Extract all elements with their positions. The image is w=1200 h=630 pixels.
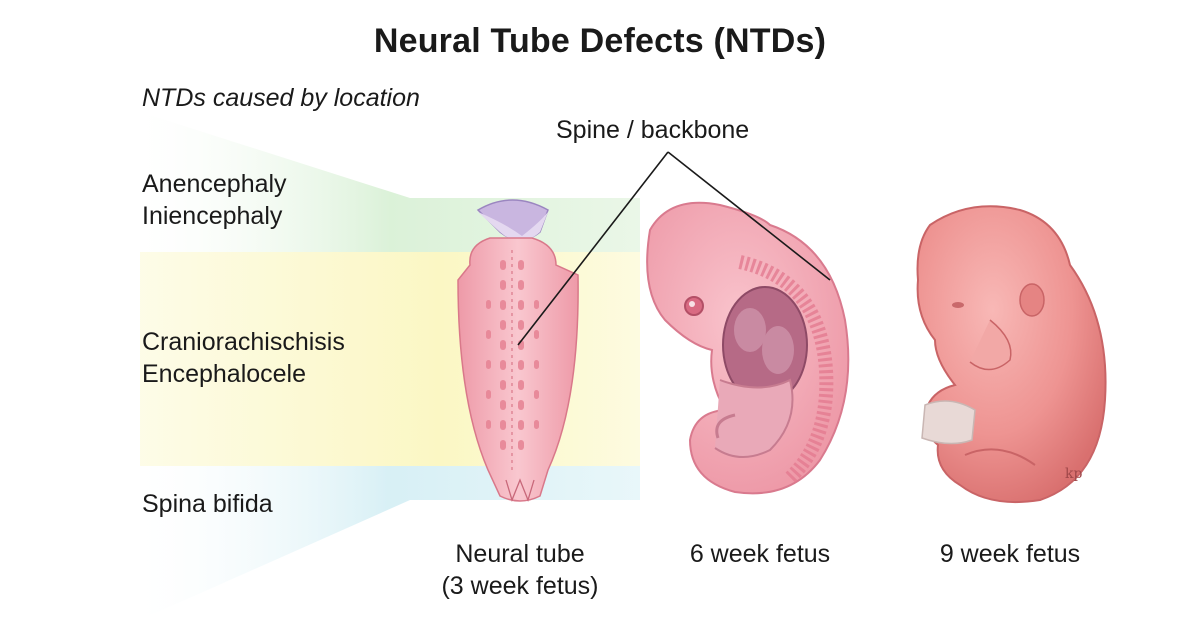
region-label-lower: Spina bifida	[142, 488, 273, 520]
label-iniencephaly: Iniencephaly	[142, 202, 283, 230]
stage-label-line: 6 week fetus	[689, 540, 831, 568]
region-label-middle: Craniorachischisis Encephalocele	[142, 326, 345, 390]
region-label-head: Anencephaly Iniencephaly	[142, 168, 287, 232]
stage-label-line: 9 week fetus	[939, 540, 1081, 568]
spine-callout-label: Spine / backbone	[556, 116, 750, 144]
svg-text:kp: kp	[1065, 466, 1082, 482]
label-anencephaly: Anencephaly	[142, 170, 287, 198]
stage-label-neural-tube: Neural tube (3 week fetus)	[410, 538, 630, 602]
stage-label-6-week: 6 week fetus	[660, 538, 860, 570]
label-craniorachischisis: Craniorachischisis	[142, 328, 345, 356]
nine-week-fetus-illustration: kp	[916, 205, 1107, 504]
stage-label-line: Neural tube	[455, 540, 585, 568]
diagram-subtitle: NTDs caused by location	[142, 84, 420, 112]
region-band-blue	[140, 466, 640, 620]
spine-callout-lines	[517, 151, 831, 346]
stage-label-9-week: 9 week fetus	[900, 538, 1120, 570]
six-week-fetus-illustration	[646, 201, 850, 495]
label-encephalocele: Encephalocele	[142, 360, 307, 388]
neural-tube-illustration	[457, 199, 579, 502]
label-spina-bifida: Spina bifida	[142, 490, 273, 518]
diagram-title: Neural Tube Defects (NTDs)	[373, 22, 827, 60]
stage-label-line: (3 week fetus)	[441, 572, 599, 600]
